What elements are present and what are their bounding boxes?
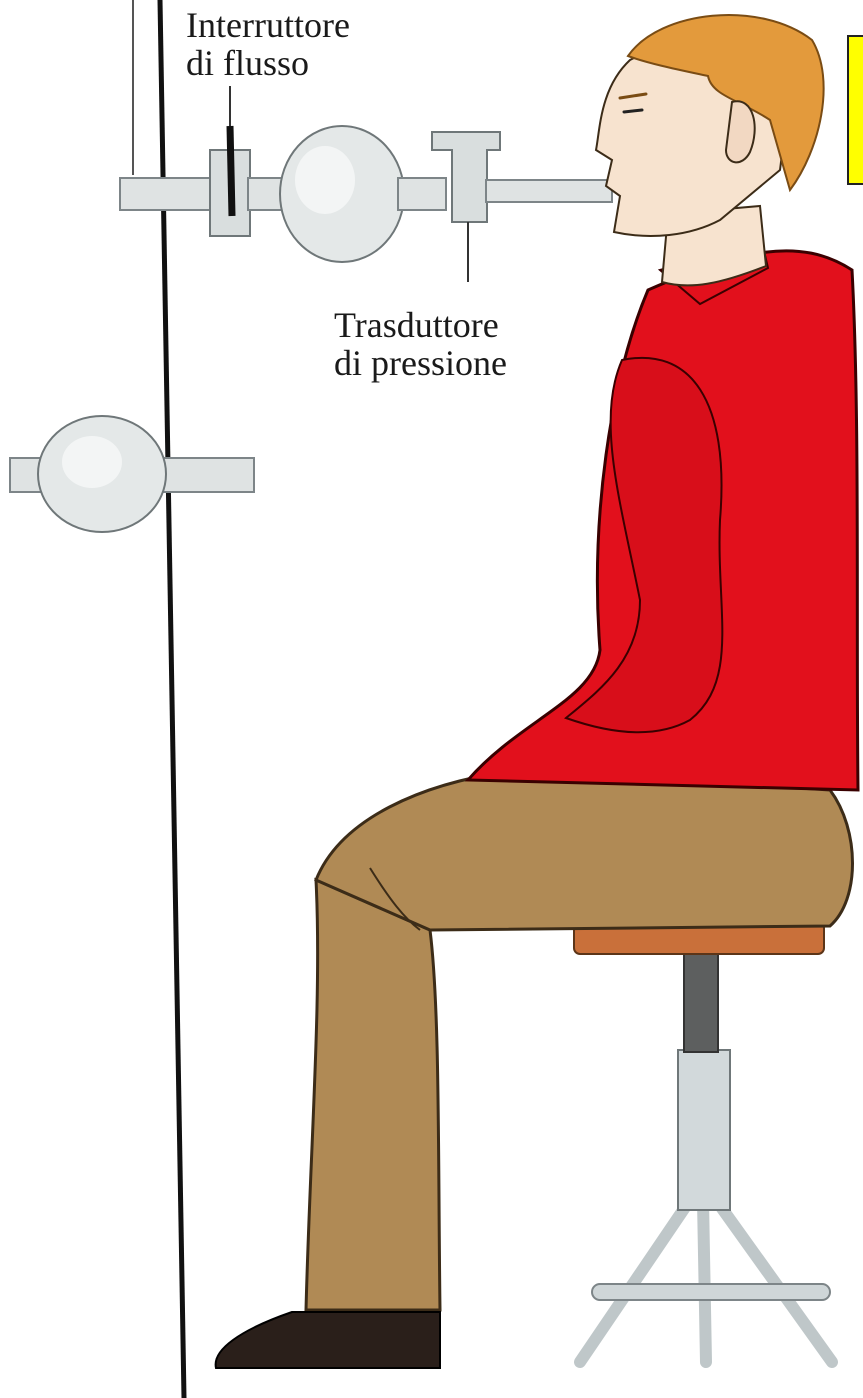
- lower-apparatus: [10, 416, 254, 532]
- bulb-highlight: [295, 146, 355, 214]
- flow-interrupter-label-line-1: Interruttore: [186, 6, 350, 44]
- ear: [726, 101, 755, 162]
- eye: [624, 110, 642, 112]
- pressure-transducer-label: Trasduttore di pressione: [334, 306, 507, 382]
- stool-screw: [684, 950, 718, 1052]
- apparatus-pipe-left: [120, 178, 220, 210]
- flow-interrupter-label-line-2: di flusso: [186, 44, 350, 82]
- stool: [574, 922, 832, 1362]
- stool-footring: [592, 1284, 830, 1300]
- flow-interrupter-shutter: [230, 126, 232, 216]
- shoe: [216, 1312, 440, 1368]
- lower-bulb-highlight: [62, 436, 122, 488]
- stool-leg-left: [580, 1200, 690, 1362]
- pressure-transducer-label-line-2: di pressione: [334, 344, 507, 382]
- mouthpiece-tube: [486, 180, 612, 202]
- stool-post: [678, 1050, 730, 1210]
- stool-leg-right: [716, 1200, 832, 1362]
- stool-leg-center: [703, 1200, 706, 1362]
- pressure-transducer-label-line-1: Trasduttore: [334, 306, 507, 344]
- note-box: [848, 36, 863, 184]
- apparatus-pipe-right: [398, 178, 446, 210]
- flow-interrupter-label: Interruttore di flusso: [186, 6, 350, 82]
- breathing-apparatus: [120, 86, 612, 282]
- lower-leg: [306, 880, 440, 1310]
